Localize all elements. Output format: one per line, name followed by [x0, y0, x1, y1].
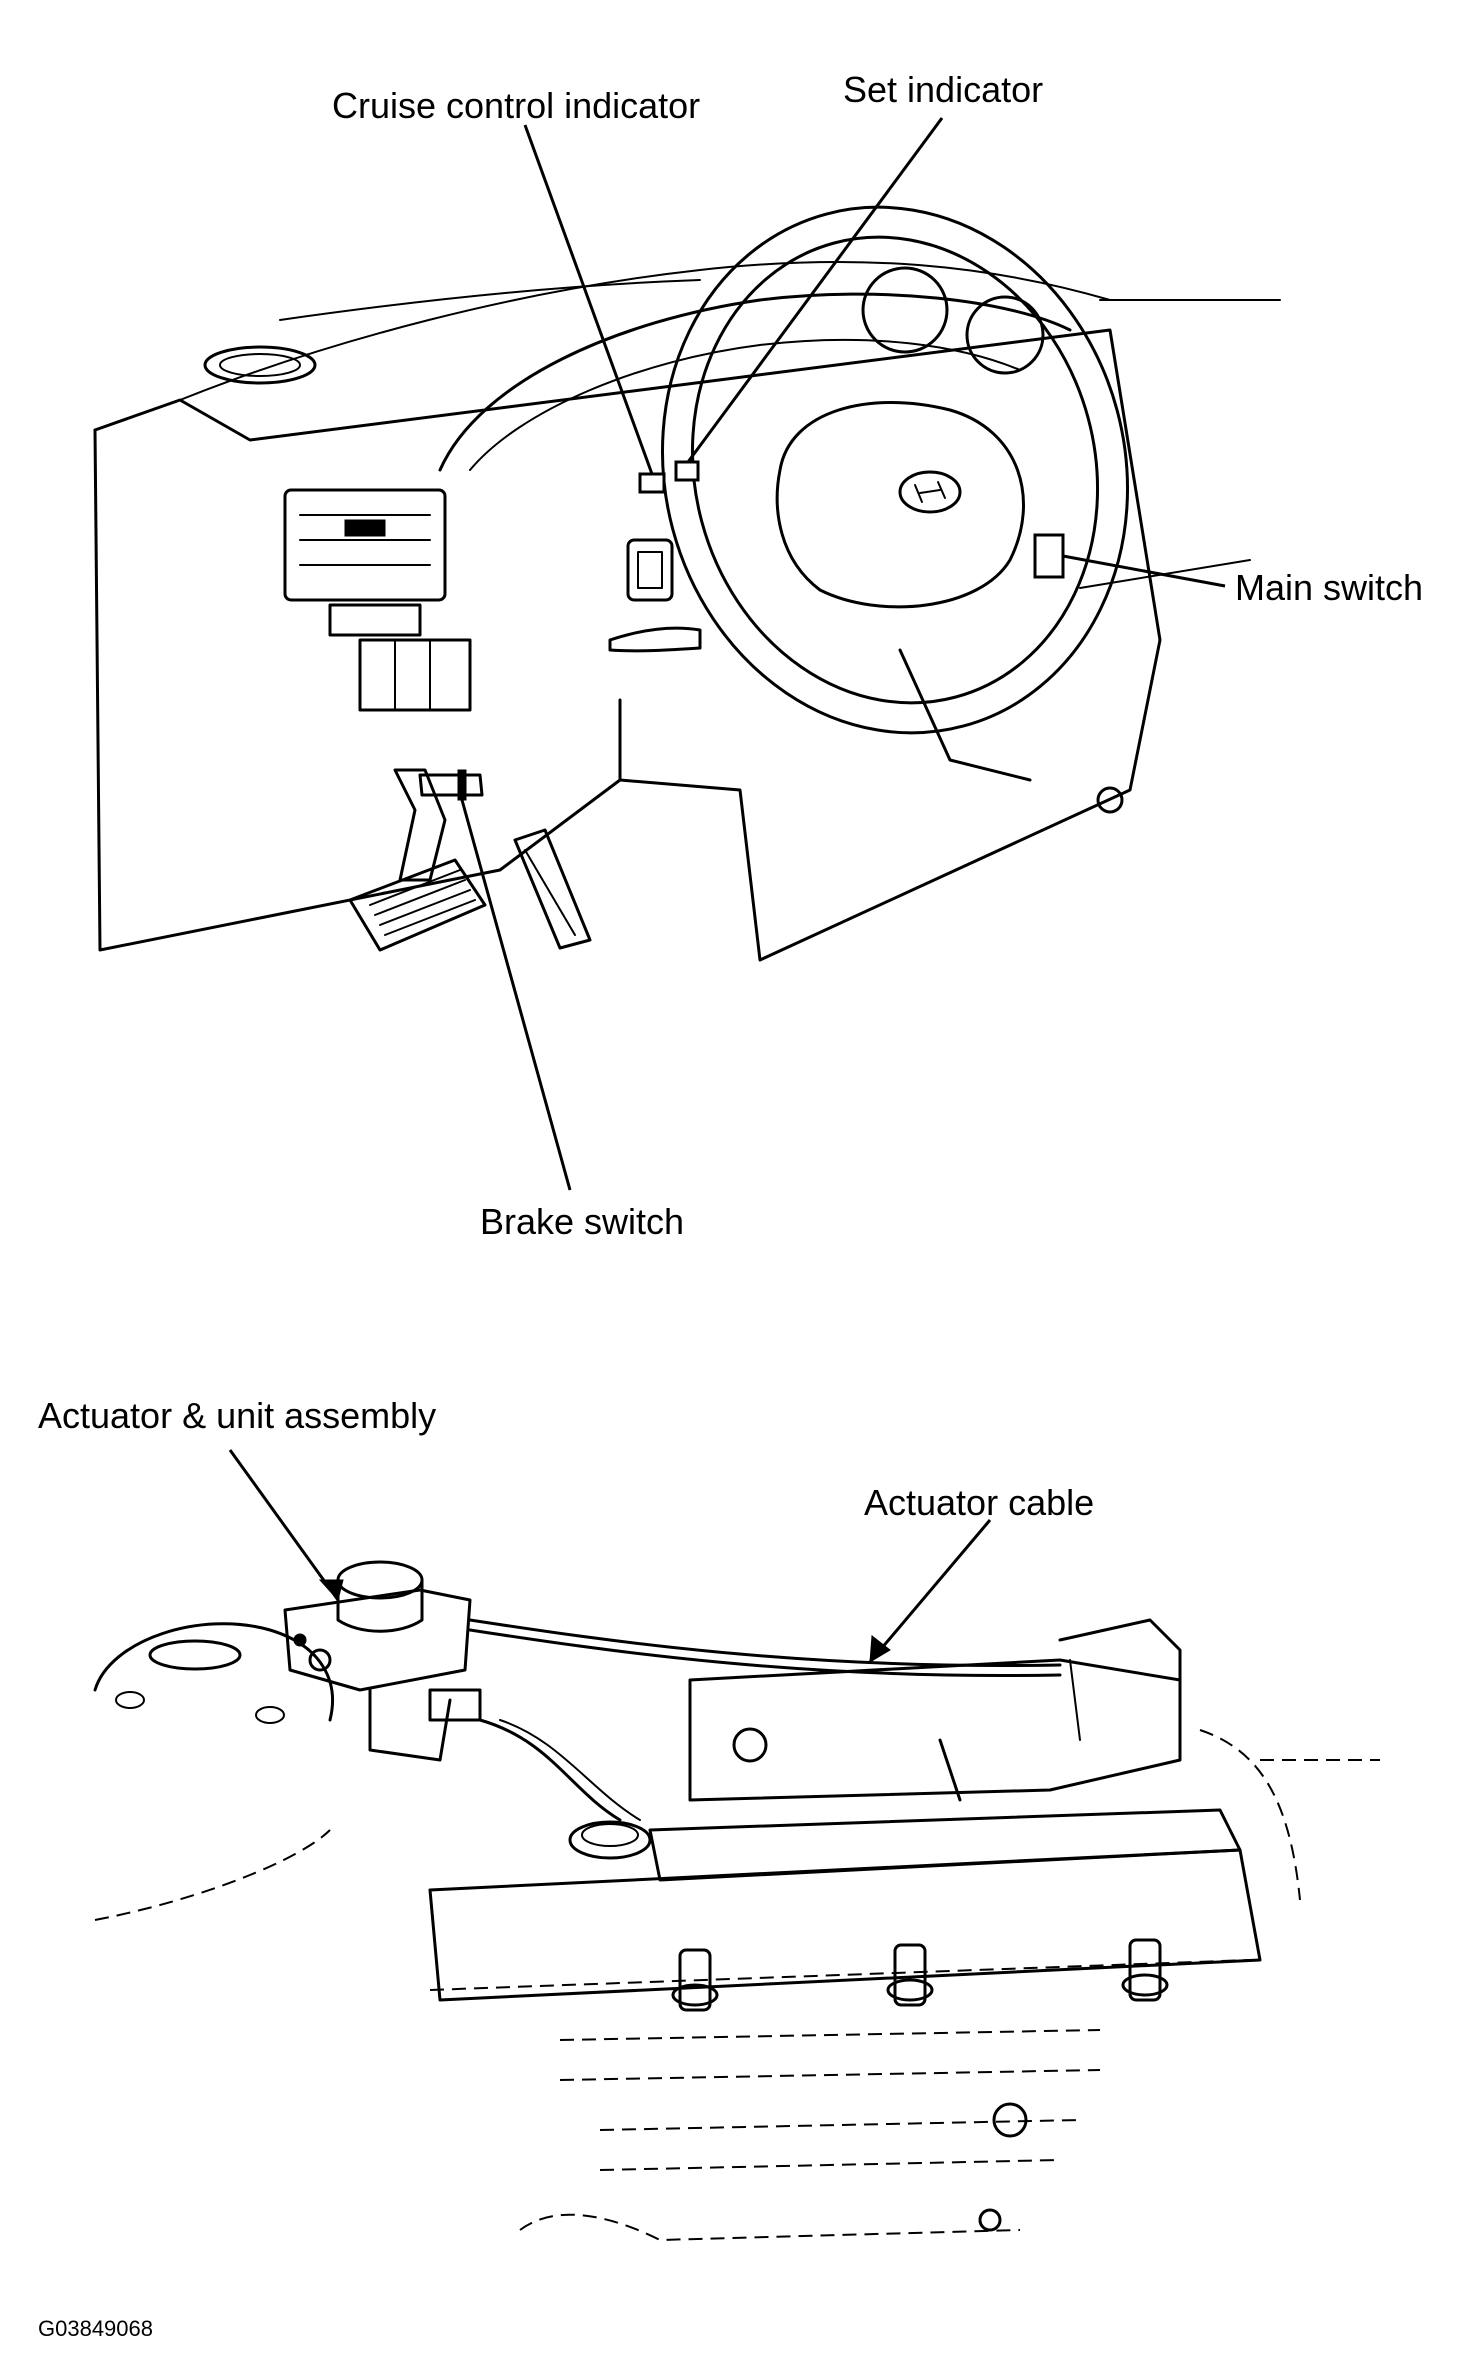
- cruise-control-indicator-box: [638, 472, 666, 494]
- cruise-control-indicator-leader: [523, 124, 654, 475]
- coil-packs: [671, 1938, 1169, 2012]
- center-vents: [283, 488, 472, 712]
- actuator-unit-assembly-label: Actuator & unit assembly: [38, 1395, 437, 1436]
- brake-switch-leader: [460, 799, 572, 1191]
- cruise-control-indicator-label: Cruise control indicator: [332, 85, 701, 126]
- set-indicator-box: [674, 460, 700, 482]
- engine-bay-illustration: [93, 1560, 1380, 2242]
- actuator-unit-assembly-leader: [228, 1449, 340, 1601]
- actuator-unit-drawing: [283, 1560, 482, 1762]
- main-switch-label: Main switch: [1235, 567, 1424, 608]
- actuator-cable-label: Actuator cable: [864, 1482, 1095, 1523]
- main-switch-box: [1033, 533, 1065, 579]
- set-indicator-label: Set indicator: [843, 69, 1044, 110]
- dashboard-illustration: [93, 205, 1281, 962]
- main-switch-leader: [1062, 554, 1226, 588]
- figure-id: G03849068: [38, 2316, 153, 2341]
- brake-switch-label: Brake switch: [480, 1201, 685, 1242]
- actuator-cable-leader: [868, 1519, 992, 1663]
- set-indicator-leader: [686, 117, 944, 463]
